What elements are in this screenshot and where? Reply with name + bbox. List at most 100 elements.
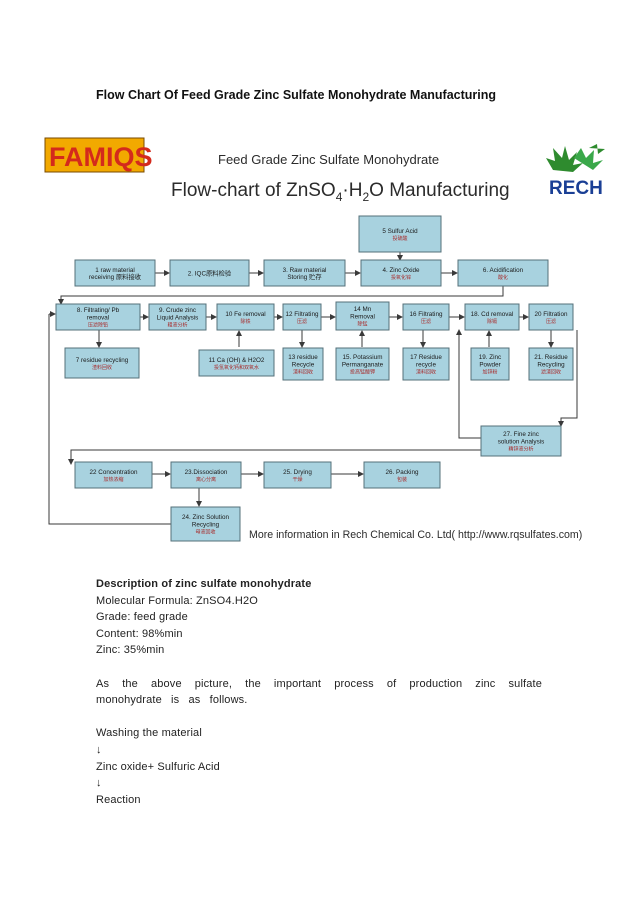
flow-step-box (198, 349, 275, 377)
flow-step-label: 粗液分析 (167, 322, 187, 329)
content: Content: 98%min (96, 627, 183, 640)
flow-step-label: 27. Fine zinc (503, 431, 539, 438)
flow-step-box (74, 259, 156, 287)
flow-step-label: 18. Cd removal (471, 311, 514, 318)
flow-step-box (335, 347, 390, 381)
flow-step-label: 24. Zinc Solution (182, 514, 229, 521)
flow-step-label: Powder (479, 361, 500, 368)
grade: Grade: feed grade (96, 611, 188, 624)
flow-step-label: Liquid Analysis (157, 314, 199, 321)
flow-step-box (335, 301, 390, 331)
flow-step-box (64, 347, 140, 379)
flow-step-box (263, 461, 332, 489)
flow-step-label: 除镉 (487, 318, 497, 325)
flow-step-label: 压滤 (421, 318, 431, 325)
flow-step-label: 母液回收 (195, 529, 215, 536)
flow-step-label: 22 Concentration (90, 469, 138, 476)
process-step-zinc-oxide-acid: Zinc oxide+ Sulfuric Acid (96, 760, 220, 773)
figure-footer: More information in Rech Chemical Co. Lt… (249, 529, 582, 541)
flow-step-box (170, 506, 241, 542)
zinc-content: Zinc: 35%min (96, 644, 165, 657)
flow-step-label: 加锌粉 (482, 369, 497, 376)
flow-step-label: 23.Dissociation (185, 469, 228, 476)
flow-step-label: 投硫酸 (392, 235, 407, 242)
flow-step-label: 1 raw material (95, 267, 135, 274)
flow-step-box (402, 303, 450, 331)
flow-step-label: 7 residue recycling (76, 357, 129, 364)
flow-step-box (263, 259, 346, 287)
process-arrow-2: ↓ (96, 777, 102, 790)
flow-step-label: 3. Raw material (283, 267, 327, 274)
flow-step-label: 26. Packing (386, 469, 419, 476)
flow-step-box (282, 347, 324, 381)
flow-step-label: 压滤 (546, 318, 556, 325)
flow-step-label: 渣料回收 (293, 369, 313, 376)
flow-step-label: 2. IQC原料检验 (188, 268, 232, 277)
famiqs-logo: FAMIQS (44, 137, 153, 173)
flow-step-label: 离心分离 (196, 476, 216, 483)
flow-step-label: 包装 (397, 476, 407, 483)
svg-text:FAMIQS: FAMIQS (49, 142, 153, 172)
flow-step-label: receiving 原料接收 (89, 272, 142, 281)
flow-step-label: 滤渣回收 (541, 369, 561, 376)
flow-step-label: 投氢氧化钙和双氧水 (214, 364, 259, 371)
flow-step-box (74, 461, 153, 489)
flow-step-box (282, 303, 322, 331)
flow-step-box (216, 303, 275, 331)
flow-step-label: 5 Sulfur Acid (382, 228, 418, 235)
flow-step-label: Permanganate (342, 361, 384, 368)
flow-step-label: 干燥 (292, 476, 302, 483)
flow-step-box (358, 215, 442, 253)
flow-step-label: 除锰 (357, 321, 367, 328)
flow-step-label: removal (87, 314, 109, 321)
molecular-formula: Molecular Formula: ZnSO4.H2O (96, 594, 258, 607)
figure-header-line1: Feed Grade Zinc Sulfate Monohydrate (218, 152, 439, 167)
flow-step-label: Recycling (537, 361, 565, 368)
flow-step-box (360, 259, 442, 287)
flow-step-label: 10 Fe removal (225, 311, 265, 318)
flow-step-label: Storing 贮存 (287, 272, 322, 281)
flow-step-label: 投氧化锌 (391, 274, 411, 281)
flow-step-label: 13 residue (288, 354, 318, 361)
flow-step-box (363, 461, 441, 489)
description-heading: Description of zinc sulfate monohydrate (96, 578, 312, 590)
flow-step-label: Removal (350, 313, 375, 320)
flow-step-box (169, 259, 250, 287)
flow-step-label: recycle (416, 361, 436, 368)
flow-step-label: 压滤除铅 (88, 322, 108, 329)
flow-step-label: 21. Residue (534, 354, 568, 361)
process-step-washing: Washing the material (96, 727, 202, 740)
flow-step-label: 17 Residue (410, 354, 442, 361)
flow-step-label: 9. Crude zinc (159, 307, 196, 314)
flow-step-box (528, 347, 574, 381)
flow-step-label: 加热浓缩 (103, 476, 123, 483)
flow-step-box (170, 461, 242, 489)
figure-header-line2: Flow-chart of ZnSO4·H2O Manufacturing (171, 180, 510, 204)
svg-text:RECH: RECH (549, 178, 603, 199)
flow-step-label: 16 Filtrating (410, 311, 443, 318)
flow-step-box (528, 303, 574, 331)
flow-chart-figure: FAMIQS RECH Feed Grade Zinc Sulfate Mono… (41, 118, 631, 550)
flow-step-box (55, 303, 141, 331)
flow-step-label: 除铁 (240, 318, 250, 325)
page-title: Flow Chart Of Feed Grade Zinc Sulfate Mo… (96, 88, 497, 102)
flow-step-label: Recycling (192, 521, 220, 528)
flow-step-box (457, 259, 549, 287)
flow-step-label: 4. Zinc Oxide (382, 267, 420, 274)
